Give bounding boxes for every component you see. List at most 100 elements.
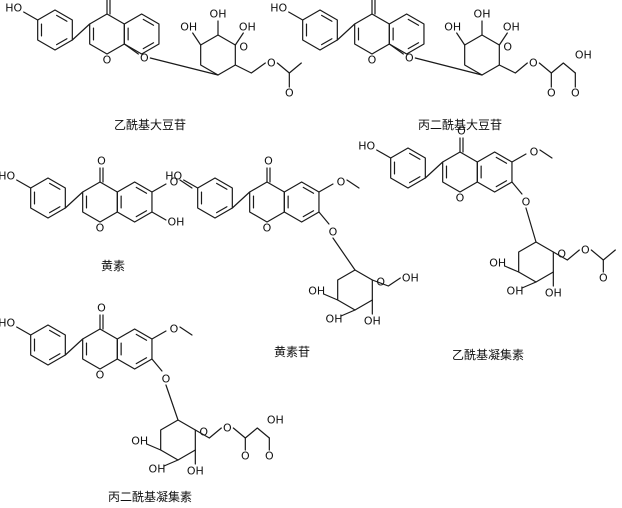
bond (521, 281, 537, 289)
atom-label: O (103, 54, 112, 67)
bond (179, 326, 193, 336)
atom-label: OH (210, 8, 227, 21)
ring (116, 181, 153, 223)
bond (318, 183, 334, 193)
bond (332, 237, 356, 271)
bond (56, 14, 68, 22)
ring (160, 419, 196, 461)
ring (123, 13, 160, 55)
bond (288, 11, 304, 21)
bond (216, 206, 228, 214)
atom-label: O (96, 369, 105, 382)
bond (56, 38, 68, 46)
atom-label: O (457, 125, 466, 138)
bond (504, 265, 520, 273)
atom-label: O (267, 57, 276, 70)
compound-name: 乙酰基凝集素 (452, 347, 524, 362)
atom-label: O (170, 176, 179, 189)
atom-label: OH (131, 435, 148, 448)
ring (37, 9, 73, 51)
bond (64, 338, 84, 356)
bond-chain (232, 427, 270, 439)
atom-label: OH (239, 21, 256, 34)
ring (337, 269, 373, 311)
bond-chain (498, 62, 528, 74)
atom-label: OH (308, 285, 325, 298)
atom-label: O (337, 176, 346, 189)
bond (192, 32, 202, 46)
bond-chain (234, 62, 266, 74)
bond (151, 358, 163, 372)
bond (340, 309, 356, 317)
compound-name: 黄素苷 (274, 345, 310, 359)
bond (495, 156, 508, 164)
atom-label: O (264, 155, 273, 168)
atom-label: O (503, 41, 512, 54)
bond (16, 326, 32, 336)
ring (197, 177, 233, 219)
bond-chain (194, 427, 222, 439)
atom-label: HO (358, 140, 375, 153)
atom-label: O (96, 222, 105, 235)
atom-label: OH (507, 285, 524, 298)
bond (409, 176, 421, 184)
bond (495, 180, 508, 188)
atom-label: HO (270, 2, 287, 15)
bond-chain (371, 277, 401, 287)
compound-name: 丙二酰基大豆苷 (418, 118, 502, 132)
atom-label: O (170, 323, 179, 336)
atom-label: O (522, 196, 531, 209)
atom-label: OH (489, 257, 506, 270)
bond (511, 181, 523, 195)
atom-label: O (557, 248, 566, 261)
atom-label: O (285, 87, 294, 100)
ring (30, 177, 66, 219)
bond (16, 179, 32, 189)
atom-label: O (571, 87, 580, 100)
ring (116, 328, 153, 370)
bond (64, 191, 84, 209)
atom-label: O (529, 57, 538, 70)
atom-label: O (223, 422, 232, 435)
atom-label: O (368, 54, 377, 67)
atom-label: O (265, 450, 274, 463)
bond-chain (538, 62, 576, 74)
atom-label: OH (180, 21, 197, 34)
ring (302, 9, 338, 51)
atom-label: O (199, 426, 208, 439)
bond (231, 191, 251, 209)
bond (407, 42, 420, 50)
atom-label: O (140, 52, 149, 65)
bond (151, 183, 167, 193)
bond (49, 329, 61, 337)
atom-label: HO (165, 170, 182, 183)
atom-label: HO (5, 2, 22, 15)
ring (89, 13, 125, 55)
atom-label: O (456, 192, 465, 205)
bond (321, 38, 333, 46)
bond (151, 211, 167, 221)
ring (30, 324, 66, 366)
atom-label: O (530, 146, 539, 159)
bond (302, 210, 315, 218)
bond (414, 57, 483, 76)
atom-label: HO (0, 170, 15, 183)
atom-label: OH (545, 287, 562, 300)
ring (388, 13, 425, 55)
bond-chain (276, 62, 302, 74)
compound-name: 丙二酰基凝集素 (108, 489, 192, 504)
atom-label: O (97, 302, 106, 315)
bond (302, 186, 315, 194)
bond (539, 149, 553, 159)
bond (151, 330, 167, 340)
bond (49, 206, 61, 214)
bond (71, 23, 91, 41)
bond (183, 179, 199, 189)
bond (163, 459, 179, 467)
atom-label: O (329, 226, 338, 239)
bond (23, 11, 39, 21)
bond (216, 182, 228, 190)
